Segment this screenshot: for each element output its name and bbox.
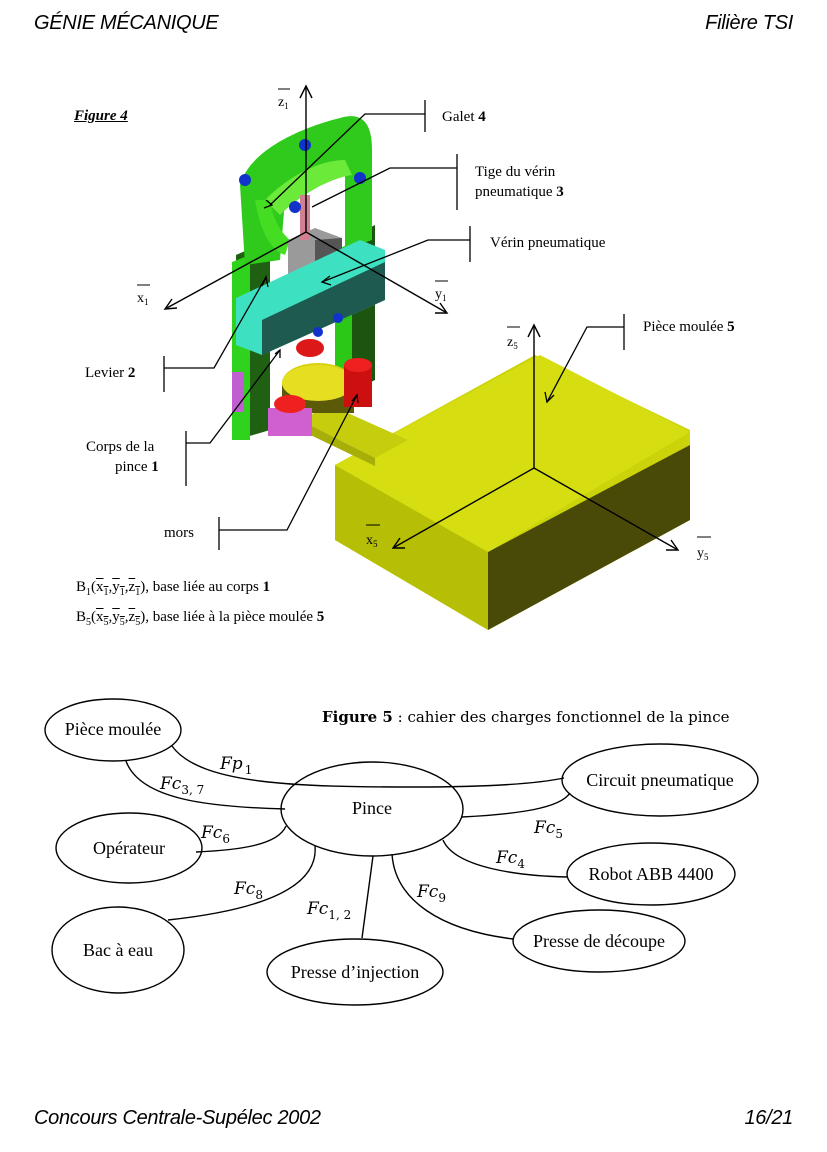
- axes-b1: [163, 84, 449, 314]
- function-fc12: Fc1, 2: [306, 899, 351, 922]
- link-fc5: [461, 792, 571, 818]
- function-fc37: Fc3, 7: [159, 774, 204, 797]
- base-b1-vec-x: x1: [96, 579, 109, 598]
- axis-y1-label: y1: [435, 287, 447, 303]
- figure5-caption-text: : cahier des charges fonctionnel de la p…: [392, 708, 730, 726]
- label-corps-line2: pince 1: [115, 458, 159, 477]
- node-presse-injection: [266, 938, 444, 1006]
- base-b5-definition: B5(x5,y5,z5), base liée à la pièce moulé…: [76, 609, 325, 628]
- gripper-assembly: [232, 116, 385, 440]
- node-injection-label: Presse d’injection: [291, 962, 419, 982]
- label-tige-text: pneumatique: [475, 184, 557, 200]
- label-galet-text: Galet: [442, 109, 479, 125]
- label-corps-num: 1: [151, 459, 159, 475]
- header-track: Filière TSI: [705, 12, 793, 34]
- function-fc4: Fc4: [495, 848, 525, 871]
- figure5-diagram: Pince Pièce moulée Circuit pneumatique O…: [44, 698, 759, 1006]
- node-circuit-pneumatique: [561, 743, 759, 817]
- function-fc8: Fc8: [233, 879, 263, 902]
- link-fc6: [195, 825, 287, 853]
- axis-z1-label: z1: [278, 95, 289, 111]
- label-galet: Galet 4: [442, 108, 486, 127]
- header-subject: GÉNIE MÉCANIQUE: [34, 12, 219, 34]
- base-b5-vec-y: y5: [112, 609, 125, 628]
- label-tige-line2: pneumatique 3: [475, 183, 564, 202]
- label-levier-text: Levier: [85, 365, 128, 381]
- label-corps-line1: Corps de la: [86, 439, 155, 455]
- label-verin: Vérin pneumatique: [490, 235, 606, 251]
- base-b1-definition: B1(x1,y1,z1), base liée au corps 1: [76, 579, 271, 598]
- node-pince-label: Pince: [352, 798, 392, 818]
- axis-y5-label: y5: [697, 546, 709, 562]
- label-tige-num: 3: [556, 184, 564, 200]
- node-piece-label: Pièce moulée: [65, 719, 161, 739]
- figure4-drawing: z1 x1 y1 z5 x5 y5: [137, 84, 711, 630]
- base-b1-num: 1: [262, 579, 271, 595]
- node-decoupe-label: Presse de découpe: [533, 931, 665, 951]
- node-bac-a-eau: [51, 906, 185, 994]
- axis-z5-label: z5: [507, 335, 518, 351]
- base-b5-sub: 5: [86, 617, 92, 628]
- link-fc9: [391, 853, 514, 940]
- base-b5-num: 5: [316, 609, 325, 625]
- base-b5-vec-x: x5: [96, 609, 109, 628]
- link-fc12: [361, 855, 374, 939]
- label-piece-text: Pièce moulée: [643, 319, 728, 335]
- molded-part-5: [300, 355, 690, 630]
- node-operateur-label: Opérateur: [93, 838, 165, 858]
- label-tige-line1: Tige du vérin: [475, 164, 556, 180]
- function-fc9: Fc9: [416, 882, 446, 905]
- link-fc37: [125, 760, 286, 810]
- footer-exam: Concours Centrale-Supélec 2002: [34, 1107, 321, 1129]
- axis-x1-label: x1: [137, 291, 149, 307]
- link-fc4: [442, 839, 568, 878]
- base-b1-desc: , base liée au corps: [145, 579, 263, 595]
- node-circuit-label: Circuit pneumatique: [586, 770, 733, 790]
- link-fc8: [167, 845, 316, 921]
- leader-lines: [163, 100, 625, 550]
- function-fc6: Fc6: [200, 823, 230, 846]
- node-presse-decoupe: [512, 909, 686, 973]
- node-robot-label: Robot ABB 4400: [588, 864, 713, 884]
- figure5-caption: Figure 5 : cahier des charges fonctionne…: [322, 708, 730, 727]
- base-b5-vec-z: z5: [128, 609, 141, 628]
- base-b1-sub: 1: [86, 587, 92, 598]
- function-fc5: Fc5: [533, 818, 563, 841]
- label-piece-num: 5: [727, 319, 735, 335]
- node-bac-label: Bac à eau: [83, 940, 153, 960]
- node-robot: [566, 842, 736, 906]
- label-corps-text: pince: [115, 459, 152, 475]
- figure5-caption-bold: Figure 5: [322, 708, 393, 726]
- label-levier: Levier 2: [85, 364, 135, 383]
- node-piece-moulee: [44, 698, 182, 762]
- axes-b5: [391, 323, 680, 551]
- footer-page-number: 16/21: [744, 1107, 793, 1129]
- base-b5-desc: , base liée à la pièce moulée: [145, 609, 317, 625]
- label-galet-num: 4: [478, 109, 486, 125]
- base-b1-vec-z: z1: [128, 579, 141, 598]
- node-operateur: [55, 812, 203, 884]
- base-b1-vec-y: y1: [112, 579, 125, 598]
- label-piece: Pièce moulée 5: [643, 318, 735, 337]
- label-levier-num: 2: [127, 365, 136, 381]
- link-fp1: [171, 745, 565, 788]
- axis-x5-label: x5: [366, 533, 378, 549]
- base-b1-name: B: [76, 579, 87, 595]
- label-mors: mors: [164, 525, 194, 541]
- base-b5-name: B: [76, 609, 87, 625]
- figure4-title: Figure 4: [74, 108, 128, 124]
